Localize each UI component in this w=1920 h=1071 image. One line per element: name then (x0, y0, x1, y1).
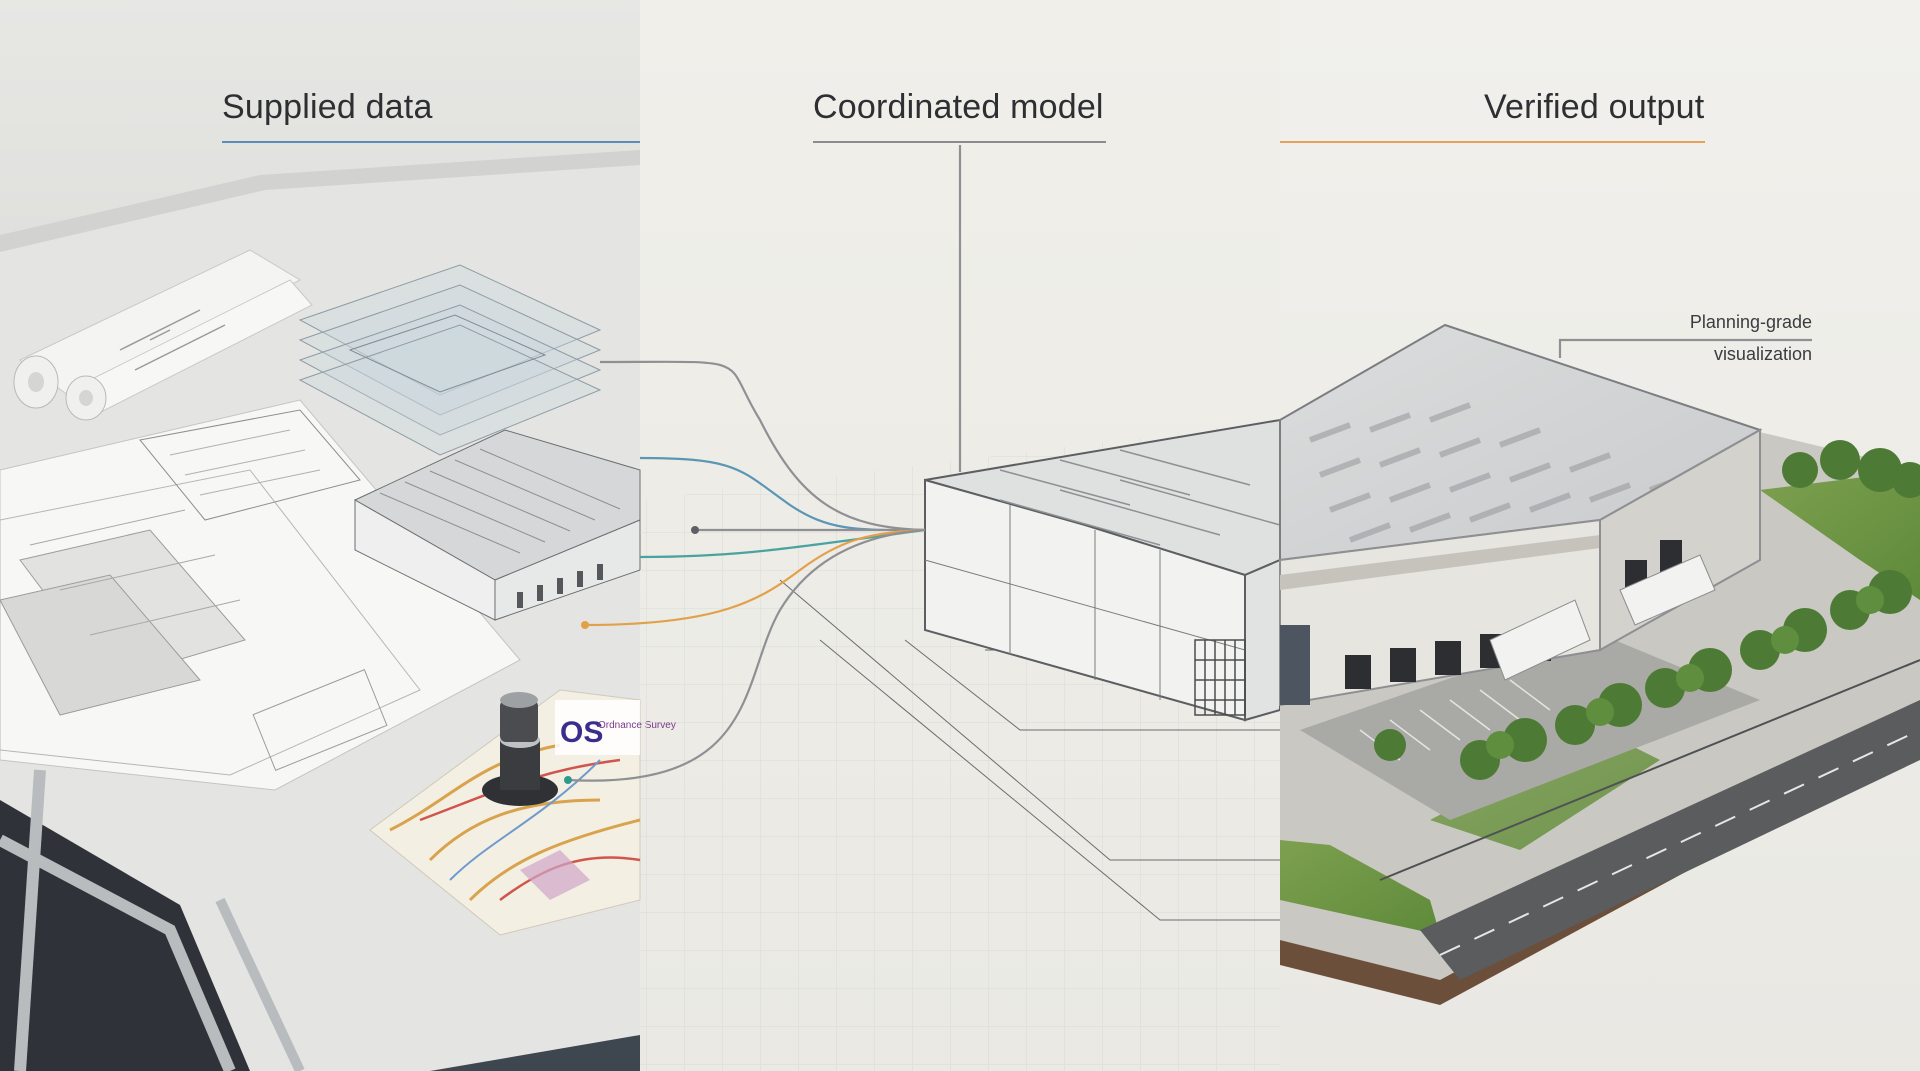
layered-plan-sheets (298, 264, 602, 456)
map-logo-caption: Ordnance Survey (598, 720, 676, 731)
wireframe-model-building (353, 429, 641, 621)
connector-node-grey (691, 526, 699, 534)
heading-coordinated-model: Coordinated model (813, 88, 1104, 126)
annotation-line-2: visualization (1713, 344, 1812, 364)
rolled-drawings (13, 249, 313, 421)
annotation-line-1: Planning-grade (1689, 312, 1812, 332)
heading-rule-coordinated-model (813, 141, 1106, 143)
heading-rule-verified-output (1280, 141, 1705, 143)
connector-teal-link (639, 528, 926, 559)
connector-ordnance-map (567, 528, 926, 782)
survey-stamp (482, 692, 558, 806)
heading-supplied-data: Supplied data (222, 88, 433, 126)
connector-node-teal (564, 776, 572, 784)
connector-lines (567, 145, 1812, 782)
connector-orange-link (584, 528, 926, 627)
annotation-planning-grade: Planning-grade visualization (1690, 306, 1812, 370)
connector-layered-plans (599, 360, 926, 532)
rendered-site (1279, 323, 1920, 1005)
wireframe-warehouse (924, 418, 1281, 722)
map-logo-text: OS (560, 716, 603, 749)
connector-annotation (1558, 338, 1812, 358)
connector-node-orange (581, 621, 589, 629)
drawing-sheets (0, 399, 521, 791)
heading-verified-output: Verified output (1484, 88, 1705, 126)
heading-rule-supplied-data (222, 141, 640, 143)
